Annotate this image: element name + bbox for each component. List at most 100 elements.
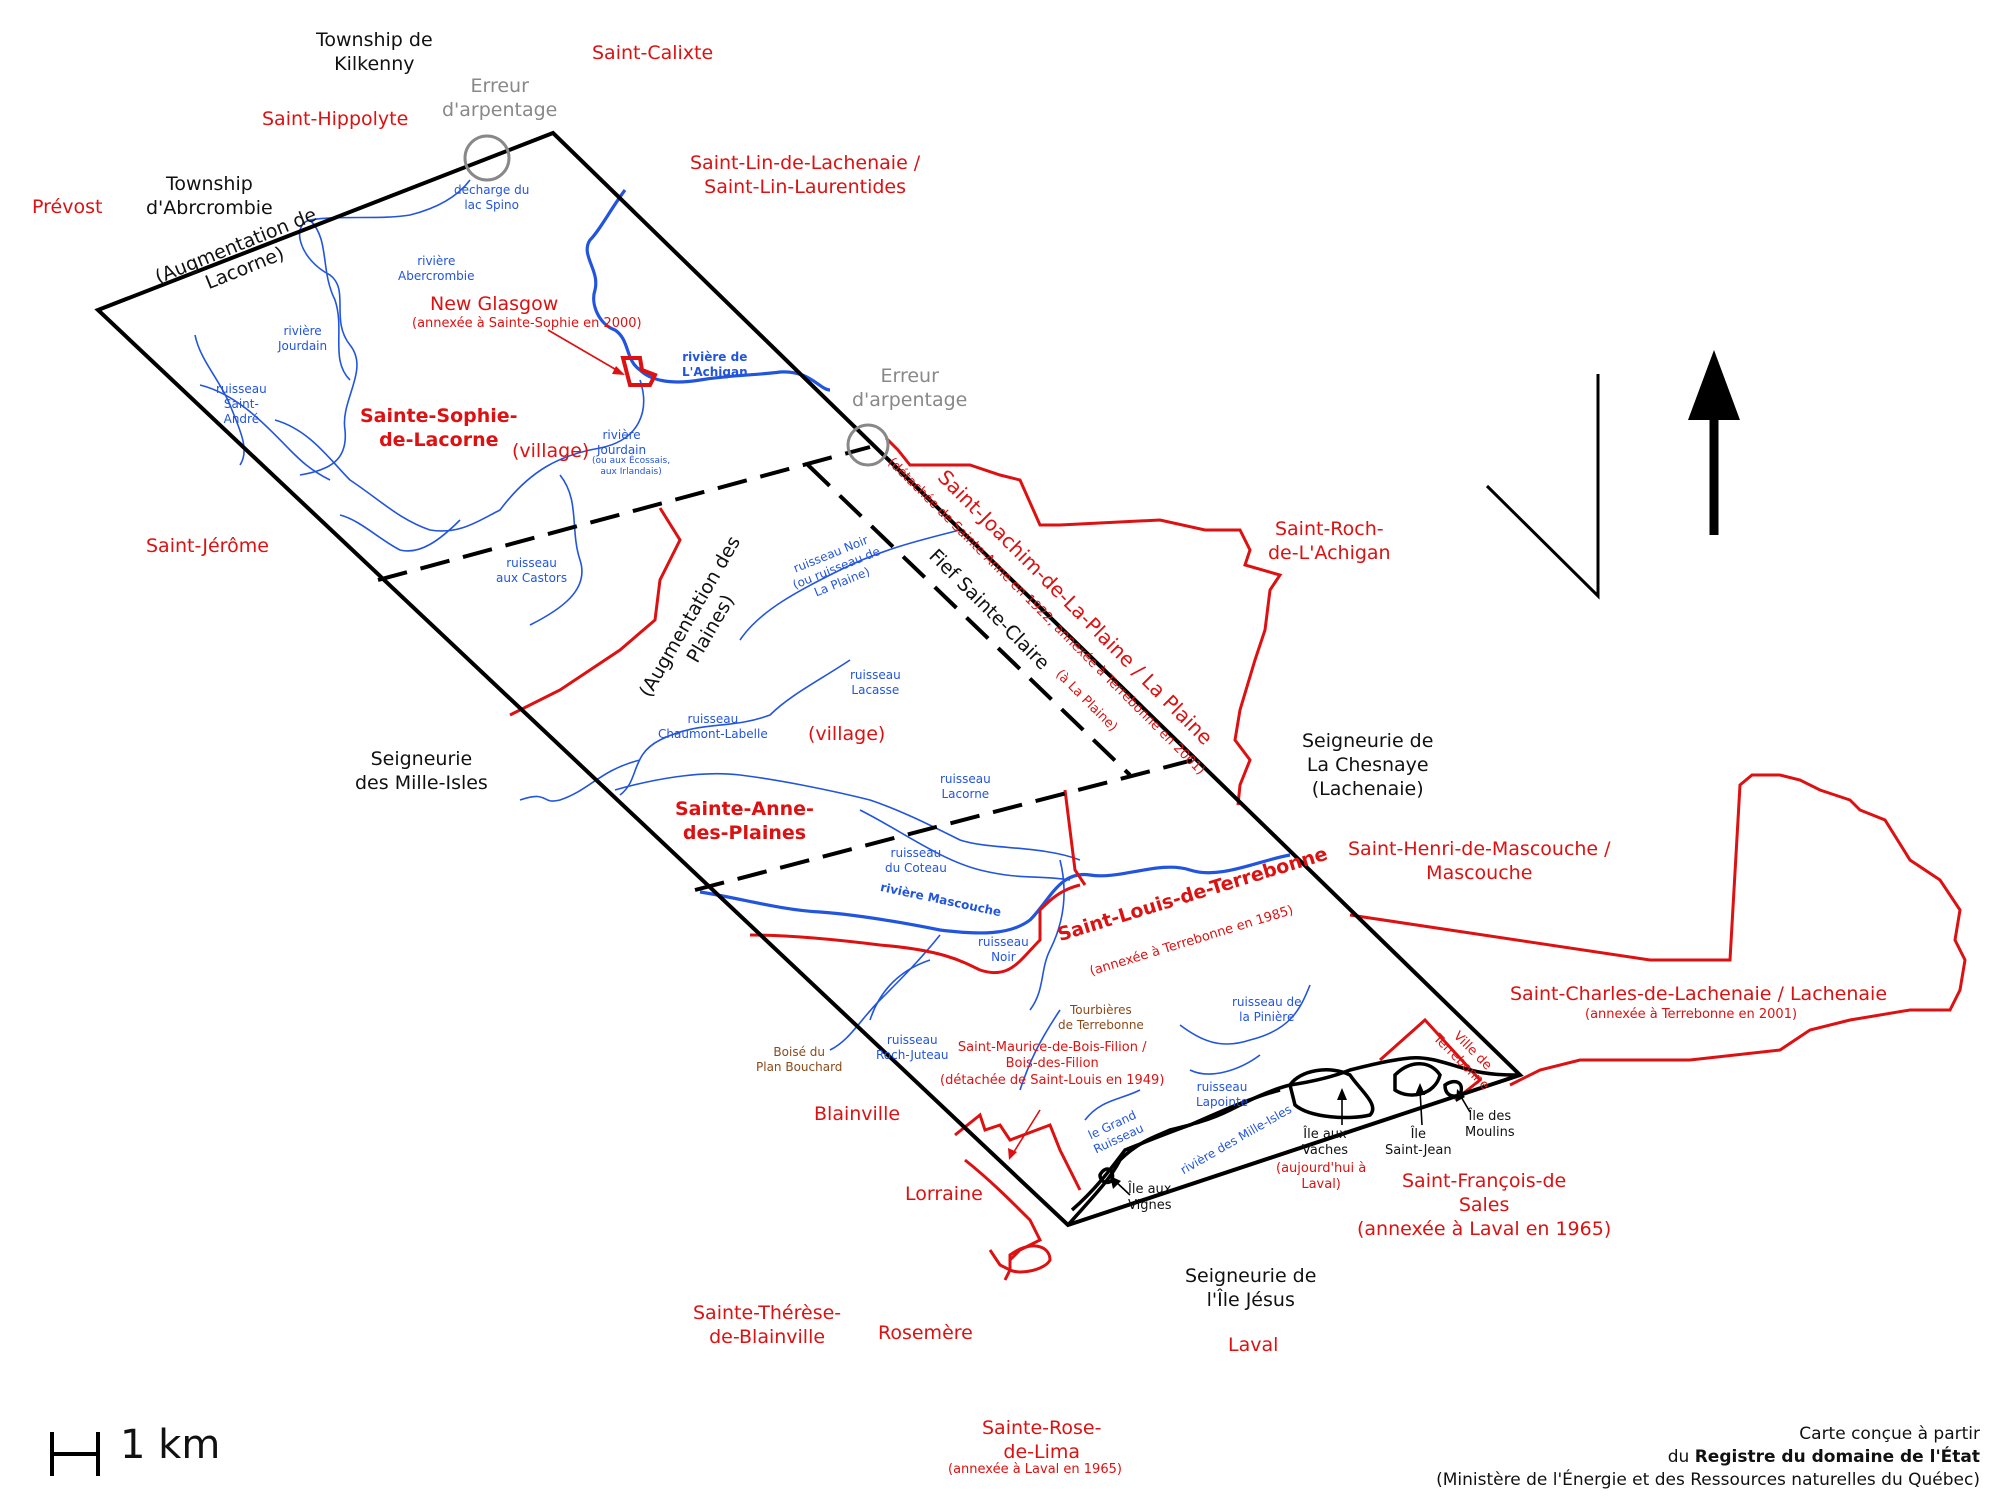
new-glasgow-boundary (620, 356, 658, 387)
boundary-rosemere-pond (1008, 1244, 1052, 1274)
label-village-2: (village) (808, 723, 886, 745)
ile-aux-vaches-shape (1288, 1068, 1375, 1120)
scale-label: 1 km (120, 1422, 221, 1468)
label-lorraine: Lorraine (905, 1183, 983, 1205)
river-abercrombie (298, 179, 471, 476)
label-sainte-anne: Sainte-Anne-des-Plaines (675, 798, 814, 844)
label-blainville: Blainville (814, 1103, 901, 1125)
label-saint-charles-note: (annexée à Terrebonne en 2001) (1585, 1007, 1798, 1022)
boundary-saint-maurice (954, 1112, 1082, 1191)
river-jourdain-lower (339, 514, 461, 552)
credits-line-1: Carte conçue à partir (1799, 1424, 1980, 1444)
river-grand-ruisseau (1084, 1089, 1141, 1121)
label-saint-hippolyte: Saint-Hippolyte (262, 108, 409, 130)
river-saint-maurice-creek (1019, 1009, 1061, 1091)
river-roch-juteau (829, 934, 941, 1051)
saint-maurice-arrowhead (1008, 1148, 1017, 1160)
river-jourdain-tributary (199, 384, 331, 481)
label-laval: Laval (1228, 1334, 1279, 1356)
label-saint-lin: Saint-Lin-de-Lachenaie /Saint-Lin-Lauren… (690, 152, 921, 198)
seigneury-internal-dashed (377, 445, 1194, 892)
label-village-1: (village) (512, 440, 590, 462)
survey-error-circle-1 (463, 134, 511, 182)
label-rosemere: Rosemère (878, 1322, 973, 1344)
river-lacasse (619, 659, 851, 796)
label-saint-roch: Saint-Roch-de-L'Achigan (1268, 518, 1391, 564)
boundary-saint-louis-north (1063, 789, 1087, 886)
map-credits: Carte conçue à partir du Registre du dom… (1436, 1423, 1980, 1492)
north-arrow (1688, 350, 1740, 535)
river-jourdain-upper (309, 219, 351, 381)
ile-saint-jean-shape (1393, 1062, 1442, 1097)
label-sainte-rose: Sainte-Rose-de-Lima (982, 1417, 1102, 1463)
label-prevost: Prévost (32, 196, 103, 218)
boundary-ville-terrebonne (1379, 1017, 1483, 1102)
boundary-blainville-pond (988, 1249, 1013, 1281)
label-new-glasgow-note: (annexée à Sainte-Sophie en 2000) (412, 316, 642, 331)
label-new-glasgow: New Glasgow (430, 293, 559, 315)
island-arrowheads (1110, 1083, 1465, 1189)
credits-line-2-prefix: du (1667, 1446, 1690, 1467)
label-saint-henri: Saint-Henri-de-Mascouche /Mascouche (1348, 838, 1611, 884)
river-piniere (1179, 984, 1311, 1045)
credits-registry-name: Registre du domaine de l'État (1694, 1446, 1980, 1467)
label-riviere-jourdain-2-note: (ou aux Écossais,aux Irlandais) (592, 456, 671, 478)
saint-maurice-arrow (1011, 1109, 1041, 1156)
label-saint-maurice: Saint-Maurice-de-Bois-Filion /Bois-des-F… (940, 1040, 1165, 1088)
boundary-lorraine (964, 1158, 1043, 1262)
credits-line-2: du Registre du domaine de l'État (1436, 1446, 1980, 1469)
boundary-sainte-sophie-sainte-anne (509, 507, 682, 717)
river-chaumont (519, 759, 641, 802)
declination-indicator (1485, 374, 1600, 600)
label-saint-jerome: Saint-Jérôme (146, 535, 269, 557)
dash-sophie-anne (377, 445, 871, 582)
river-achigan (585, 189, 831, 392)
survey-error-circle-2 (846, 423, 890, 467)
river-jourdain-main (274, 379, 645, 532)
river-lapointe (1189, 1054, 1261, 1075)
label-sainte-sophie: Sainte-Sophie-de-Lacorne (360, 405, 518, 451)
label-sainte-therese: Sainte-Thérèse-de-Blainville (693, 1302, 842, 1348)
new-glasgow-arrow (547, 329, 621, 373)
label-saint-charles: Saint-Charles-de-Lachenaie / Lachenaie (1510, 983, 1888, 1005)
boundary-saint-joachim (884, 436, 1283, 806)
river-roch-juteau-2 (869, 959, 931, 1021)
rivers (194, 179, 1311, 1121)
boundary-saint-louis-west (749, 883, 1081, 975)
label-saint-calixte: Saint-Calixte (592, 42, 714, 64)
municipal-boundaries (509, 436, 1967, 1281)
boundary-saint-charles (1349, 773, 1967, 1087)
label-sainte-rose-note: (annexée à Laval en 1965) (948, 1462, 1122, 1477)
mille-isles-shore (1066, 1055, 1521, 1227)
river-mascouche (699, 853, 1291, 935)
major-rivers (585, 189, 1291, 935)
